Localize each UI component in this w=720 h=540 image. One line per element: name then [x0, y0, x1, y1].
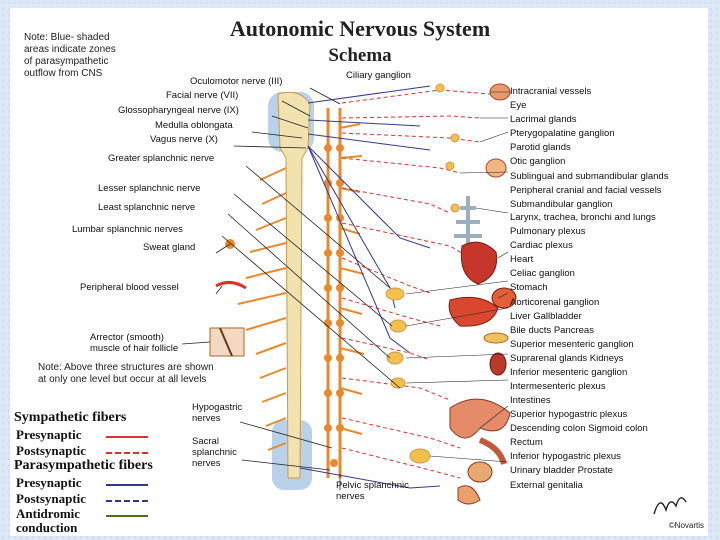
ans-diagram: [181, 83, 517, 505]
kidney-organ: [489, 352, 507, 376]
label-sublingual-submandibular-glands: Sublingual and submandibular glands: [510, 171, 669, 182]
spinal-nerves-left: [237, 167, 287, 451]
label-intestines: Intestines: [510, 395, 551, 406]
peripheral-structures: [209, 239, 247, 357]
bladder-organ: [467, 461, 493, 483]
label-lumbar-splanchnic-nerves: Lumbar splanchnic nerves: [72, 224, 183, 235]
label-ciliary-ganglion: Ciliary ganglion: [346, 70, 411, 81]
label-celiac-ganglion: Celiac ganglion: [510, 268, 575, 279]
label-aorticorenal-ganglion: Aorticorenal ganglion: [510, 297, 600, 308]
swatch-sympathetic-presynaptic: [106, 436, 148, 438]
label-heart: Heart: [510, 254, 534, 265]
swatch-parasympathetic-postsynaptic: [106, 500, 148, 502]
note-parasympathetic-zones: Note: Blue- shaded areas indicate zones …: [24, 32, 116, 79]
label-sacral-splanchnic-nerves: Sacral splanchnic nerves: [192, 436, 237, 469]
label-arrector-muscle: Arrector (smooth) muscle of hair follicl…: [90, 332, 179, 354]
label-urinary-bladder-prostate: Urinary bladder Prostate: [510, 465, 613, 476]
label-pulmonary-plexus: Pulmonary plexus: [510, 226, 586, 237]
label-pelvic-splanchnic-nerves: Pelvic splanchnic nerves: [336, 480, 409, 502]
label-inferior-mesenteric-ganglion: Inferior mesenteric ganglion: [510, 367, 628, 378]
note-three-structures: Note: Above three structures are shown a…: [38, 362, 214, 385]
label-eye: Eye: [510, 100, 527, 111]
label-stomach: Stomach: [510, 282, 548, 293]
label-intracranial-vessels: Intracranial vessels: [510, 86, 592, 97]
label-pterygopalatine-ganglion: Pterygopalatine ganglion: [510, 128, 615, 139]
label-peripheral-blood-vessel: Peripheral blood vessel: [80, 282, 179, 293]
blood-vessel-shape: [215, 281, 247, 290]
label-vagus-nerve: Vagus nerve (X): [150, 134, 218, 145]
parotid-organ: [485, 158, 507, 178]
slide: Note: Blue- shaded areas indicate zones …: [10, 8, 708, 536]
sympathetic-chain: [326, 108, 342, 478]
label-sweat-gland: Sweat gland: [143, 242, 196, 253]
label-external-genitalia: External genitalia: [510, 480, 583, 491]
label-least-splanchnic-nerve: Least splanchnic nerve: [98, 202, 196, 213]
chain-ganglia: [324, 144, 344, 467]
artist-signature-icon: [653, 497, 687, 515]
label-greater-splanchnic-nerve: Greater splanchnic nerve: [108, 153, 215, 164]
label-superior-mesenteric-ganglion: Superior mesenteric ganglion: [510, 339, 634, 350]
postsynaptic-fibers: [341, 89, 491, 479]
legend-sympathetic: Sympathetic fibers: [14, 410, 127, 425]
collateral-ganglia: [385, 287, 431, 464]
label-glossopharyngeal-nerve: Glossopharyngeal nerve (IX): [118, 105, 239, 116]
label-facial-nerve: Facial nerve (VII): [166, 90, 239, 101]
label-hypogastric-nerves: Hypogastric nerves: [192, 402, 243, 424]
swatch-parasympathetic-presynaptic: [106, 484, 148, 486]
spinal-nerves-right: [339, 123, 365, 435]
page-subtitle: Schema: [328, 45, 392, 66]
label-suprarenal-glands-kidneys: Suprarenal glands Kidneys: [510, 353, 624, 364]
legend-sympathetic-postsynaptic: Postsynaptic: [16, 443, 87, 458]
legend-parasympathetic-postsynaptic: Postsynaptic: [16, 491, 87, 506]
copyright: ©Novartis: [668, 521, 704, 530]
legend-parasympathetic-presynaptic: Presynaptic: [16, 475, 82, 490]
label-inferior-hypogastric-plexus: Inferior hypogastric plexus: [510, 451, 621, 462]
label-oculomotor-nerve: Oculomotor nerve (III): [190, 76, 283, 87]
label-larynx-trachea-bronchi-lungs: Larynx, trachea, bronchi and lungs: [510, 212, 656, 223]
label-submandibular-ganglion: Submandibular ganglion: [510, 199, 613, 210]
genitalia-organ: [457, 485, 481, 505]
label-medulla-oblongata: Medulla oblongata: [155, 120, 233, 131]
label-parotid-glands: Parotid glands: [510, 142, 571, 153]
swatch-antidromic: [106, 515, 148, 517]
swatch-sympathetic-postsynaptic: [106, 452, 148, 454]
label-rectum: Rectum: [510, 437, 543, 448]
label-superior-hypogastric-plexus: Superior hypogastric plexus: [510, 409, 628, 420]
label-lesser-splanchnic-nerve: Lesser splanchnic nerve: [98, 183, 201, 194]
hair-shape: [219, 327, 233, 357]
label-peripheral-cranial-facial-vessels: Peripheral cranial and facial vessels: [510, 185, 662, 196]
label-descending-sigmoid-colon: Descending colon Sigmoid colon: [510, 423, 648, 434]
stomach-organ: [491, 287, 517, 309]
label-otic-ganglion: Otic ganglion: [510, 156, 566, 167]
intestines-organ: [449, 398, 511, 439]
legend-sympathetic-presynaptic: Presynaptic: [16, 427, 82, 442]
label-intermesenteric-plexus: Intermesenteric plexus: [510, 381, 606, 392]
legend-parasympathetic: Parasympathetic fibers: [14, 458, 153, 473]
spinal-cord: [277, 91, 311, 479]
organs: [448, 83, 517, 505]
label-bile-ducts-pancreas: Bile ducts Pancreas: [510, 325, 594, 336]
leader-lines-right: [405, 91, 510, 463]
label-liver-gallbladder: Liver Gallbladder: [510, 311, 582, 322]
heart-organ: [460, 241, 498, 285]
trachea-organ: [454, 196, 482, 248]
legend-antidromic: Antidromic conduction: [16, 506, 81, 535]
presynaptic-fibers: [299, 85, 441, 489]
label-cardiac-plexus: Cardiac plexus: [510, 240, 573, 251]
pancreas-organ: [483, 332, 509, 344]
liver-organ: [448, 296, 499, 327]
leader-lines-left: [181, 87, 401, 490]
cranial-ganglia: [435, 83, 460, 213]
page-title: Autonomic Nervous System: [229, 16, 491, 41]
label-lacrimal-glands: Lacrimal glands: [510, 114, 577, 125]
